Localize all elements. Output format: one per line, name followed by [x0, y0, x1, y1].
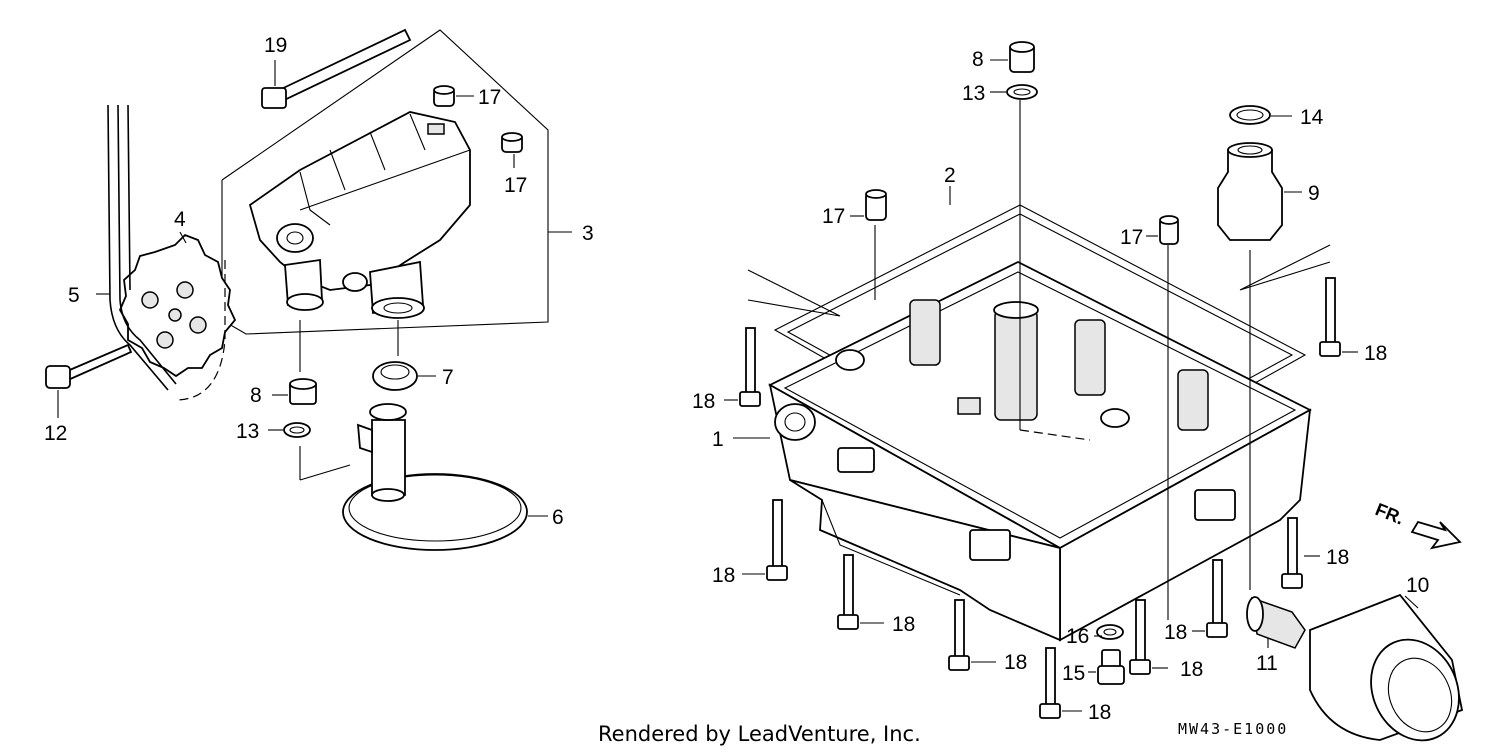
callout-17: 17 [504, 174, 527, 197]
oil-pan-assembly [724, 41, 1464, 742]
callout-9: 9 [1308, 182, 1320, 205]
callout-18: 18 [1180, 658, 1203, 681]
callout-18: 18 [1088, 701, 1111, 724]
callout-18: 18 [692, 390, 715, 413]
callout-18: 18 [1004, 651, 1027, 674]
callout-13: 13 [962, 82, 985, 105]
footer-credit: Rendered by LeadVenture, Inc. [598, 722, 921, 746]
callout-1: 1 [712, 428, 724, 451]
callout-14: 14 [1300, 106, 1324, 129]
callout-18: 18 [712, 564, 735, 587]
callout-18: 18 [892, 613, 915, 636]
bolt-group-18 [724, 277, 1358, 719]
callout-13: 13 [236, 420, 259, 443]
callout-12: 12 [44, 422, 67, 445]
callout-17: 17 [478, 86, 501, 109]
callout-17: 17 [1120, 226, 1143, 249]
front-direction-marker: FR. [1373, 499, 1407, 528]
callout-18: 18 [1364, 342, 1387, 365]
callout-3: 3 [582, 222, 594, 245]
callout-8: 8 [250, 384, 262, 407]
diagram-code: MW43-E1000 [1178, 720, 1289, 738]
callout-5: 5 [68, 284, 80, 307]
callout-18: 18 [1326, 546, 1349, 569]
callout-6: 6 [552, 506, 564, 529]
callout-8: 8 [972, 48, 984, 71]
callout-11: 11 [1256, 652, 1278, 675]
callout-18: 18 [1164, 621, 1187, 644]
callout-16: 16 [1066, 625, 1089, 648]
callout-4: 4 [174, 208, 186, 231]
callout-10: 10 [1406, 574, 1429, 597]
callout-19: 19 [264, 34, 287, 57]
callout-17: 17 [822, 205, 845, 228]
callout-7: 7 [442, 366, 454, 389]
oil-pump-assembly [45, 28, 572, 551]
callout-2: 2 [944, 164, 956, 187]
callout-15: 15 [1062, 662, 1085, 685]
